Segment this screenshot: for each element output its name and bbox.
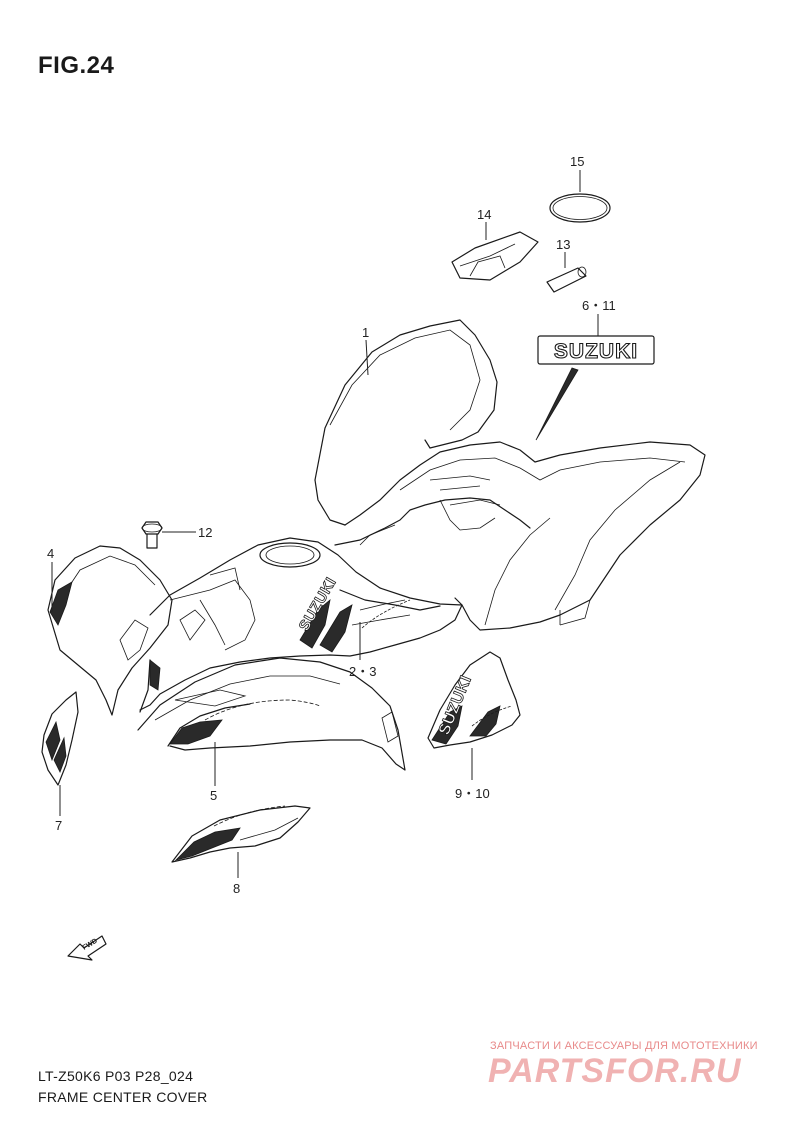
part-4-front-side-panel[interactable] [47,545,173,716]
part-6-11-emblem[interactable]: SUZUKI [537,335,655,365]
callout-12[interactable]: 12 [198,525,212,540]
callout-8[interactable]: 8 [233,881,240,896]
emblem-text: SUZUKI [554,340,638,363]
callout-1[interactable]: 1 [362,325,369,340]
callout-13[interactable]: 14 [477,207,491,222]
part-9-10-side-decal[interactable]: SUZUKI [427,651,521,749]
callout-14[interactable]: 13 [556,237,570,252]
side-decal-text: SUZUKI [436,673,475,737]
callout-5[interactable]: 5 [210,788,217,803]
model-code: LT-Z50K6 P03 P28_024 [38,1068,194,1084]
part-5-front-fender[interactable] [137,657,406,771]
callout-4[interactable]: 4 [47,546,54,561]
part-13-cap[interactable] [451,231,539,281]
part-12-bolt[interactable] [141,521,163,549]
forward-arrow-icon: FWD [67,935,107,961]
callout-6-11[interactable]: 6・11 [582,298,616,313]
callout-9-10[interactable]: 9・10 [455,786,490,801]
watermark-tagline: ЗАПЧАСТИ И АКСЕССУАРЫ ДЛЯ МОТОТЕХНИКИ [490,1040,758,1052]
callout-7[interactable]: 7 [55,818,62,833]
part-15-o-ring[interactable] [549,193,611,223]
section-name: FRAME CENTER COVER [38,1089,208,1105]
part-14-pipe[interactable] [546,266,587,293]
watermark-brand: PARTSFOR.RU [488,1052,742,1090]
part-8-fender-decal[interactable] [171,805,311,863]
fwd-label: FWD [82,938,99,952]
callout-15[interactable]: 15 [570,154,584,169]
part-7-front-decal[interactable] [41,691,79,786]
figure-title: FIG.24 [38,52,115,79]
callout-2-3[interactable]: 2・3 [349,664,376,679]
part-1-rear-fender[interactable] [314,319,706,631]
